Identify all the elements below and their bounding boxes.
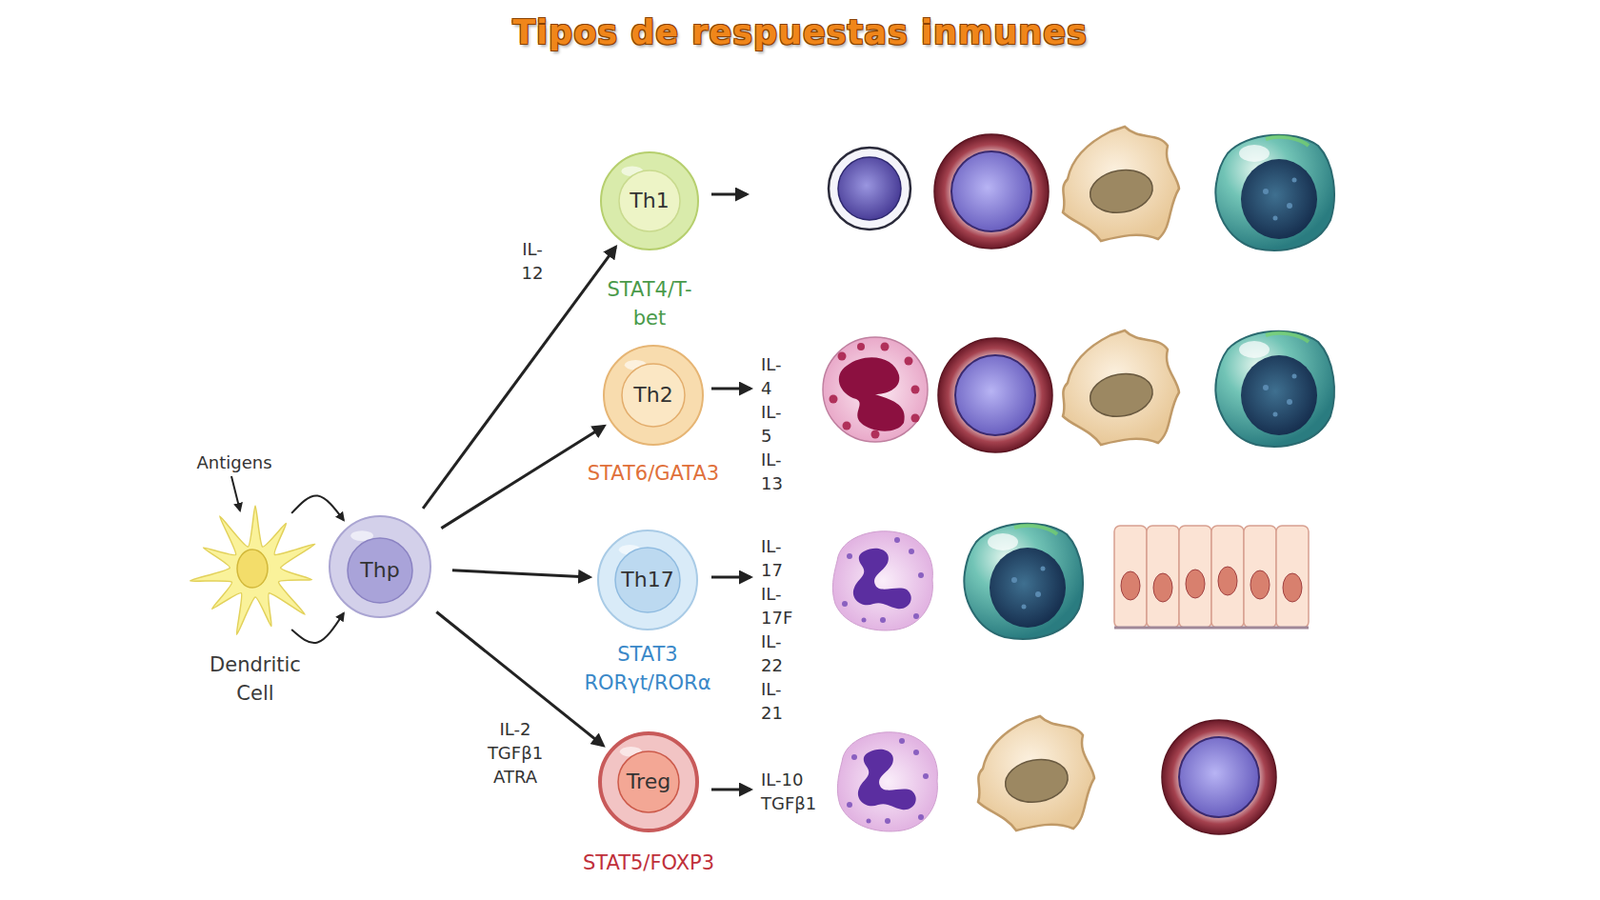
cell-nucleus	[347, 538, 413, 603]
t-cell-node: Th17STAT3 RORγt/RORα	[597, 529, 699, 631]
plasma-cell	[938, 338, 1053, 453]
secretion-arrow	[711, 193, 747, 197]
mast-cell	[1215, 135, 1335, 251]
macrophage	[1062, 330, 1180, 445]
t-cell-node: Th1STAT4/T-bet	[600, 151, 700, 251]
secretion-arrow	[711, 387, 751, 391]
cell-name: Treg	[626, 769, 671, 795]
differentiation-arrow	[452, 570, 590, 578]
mast-cell	[963, 523, 1083, 640]
macrophage	[978, 716, 1095, 831]
neutrophil	[837, 732, 938, 832]
epithelial-cell	[1243, 525, 1277, 628]
diagram-title: Tipos de respuestas inmunes	[0, 13, 1600, 52]
cell-membrane	[600, 152, 699, 250]
cytokine-list: IL-17 IL-17F IL-22 IL-21	[760, 534, 793, 725]
dendritic-cell: Dendritic Cell	[183, 500, 327, 643]
cell-membrane	[600, 733, 698, 831]
macrophage	[1062, 126, 1180, 241]
lymphocyte	[828, 147, 911, 230]
epithelial-nucleus	[1153, 573, 1173, 602]
cell-label: STAT6/GATA3	[587, 459, 720, 488]
cell-nucleus	[237, 549, 268, 588]
antigen-arrow	[231, 476, 240, 511]
cytokine-list: IL-10 TGFβ1	[760, 767, 817, 816]
mast-cell	[1215, 331, 1335, 447]
cell-nucleus	[621, 363, 685, 427]
cell-membrane	[603, 345, 703, 445]
cell-label: STAT5/FOXP3	[582, 848, 715, 878]
epithelial-cell	[1114, 525, 1147, 628]
cell-label: Dendritic Cell	[209, 650, 301, 708]
antigen-label: Antigens	[196, 450, 272, 475]
secretion-arrow	[711, 788, 751, 792]
epithelial-nucleus	[1185, 569, 1205, 599]
epithelium	[1114, 525, 1309, 628]
epithelial-cell	[1146, 525, 1180, 628]
cell-name: Th17	[620, 567, 674, 593]
epithelial-nucleus	[1218, 566, 1238, 596]
cell-label: STAT3 RORγt/RORα	[584, 640, 712, 698]
epithelial-nucleus	[1250, 570, 1270, 600]
basement-membrane	[1114, 626, 1309, 630]
epithelial-cell	[1276, 525, 1309, 628]
cell-nucleus	[619, 170, 680, 232]
plasma-cell	[1161, 720, 1277, 835]
node-shape	[183, 500, 327, 643]
cell-name: Thp	[360, 558, 400, 583]
cytokine-list: IL-4 IL-5 IL-13	[760, 352, 783, 496]
cell-membrane	[329, 516, 431, 618]
t-cell-node: Th2STAT6/GATA3	[602, 344, 704, 446]
cell-label: STAT4/T-bet	[606, 275, 692, 333]
cytokine-signal: IL-12	[520, 237, 546, 285]
t-cell-node: TregSTAT5/FOXP3	[598, 731, 700, 833]
neutrophil	[832, 531, 933, 631]
eosinophil	[822, 337, 928, 442]
plasma-cell	[934, 134, 1049, 249]
epithelial-nucleus	[1120, 571, 1140, 600]
epithelial-cell	[1179, 525, 1212, 628]
dendritic-outline	[190, 505, 316, 635]
differentiation-arrow	[291, 495, 344, 520]
cell-nucleus	[618, 751, 680, 813]
cell-membrane	[598, 530, 698, 630]
cell-name: Th2	[633, 382, 673, 408]
cell-name: Th1	[629, 188, 669, 214]
secretion-arrow	[711, 576, 751, 580]
cytokine-signal: IL-2 TGFβ1 ATRA	[485, 717, 545, 789]
differentiation-arrow	[422, 246, 616, 509]
epithelial-cell	[1211, 525, 1244, 628]
differentiation-arrow	[440, 425, 604, 528]
differentiation-arrow	[291, 613, 344, 643]
epithelial-nucleus	[1282, 573, 1302, 602]
t-cell-node: Thp	[328, 515, 432, 619]
cell-nucleus	[615, 547, 680, 613]
